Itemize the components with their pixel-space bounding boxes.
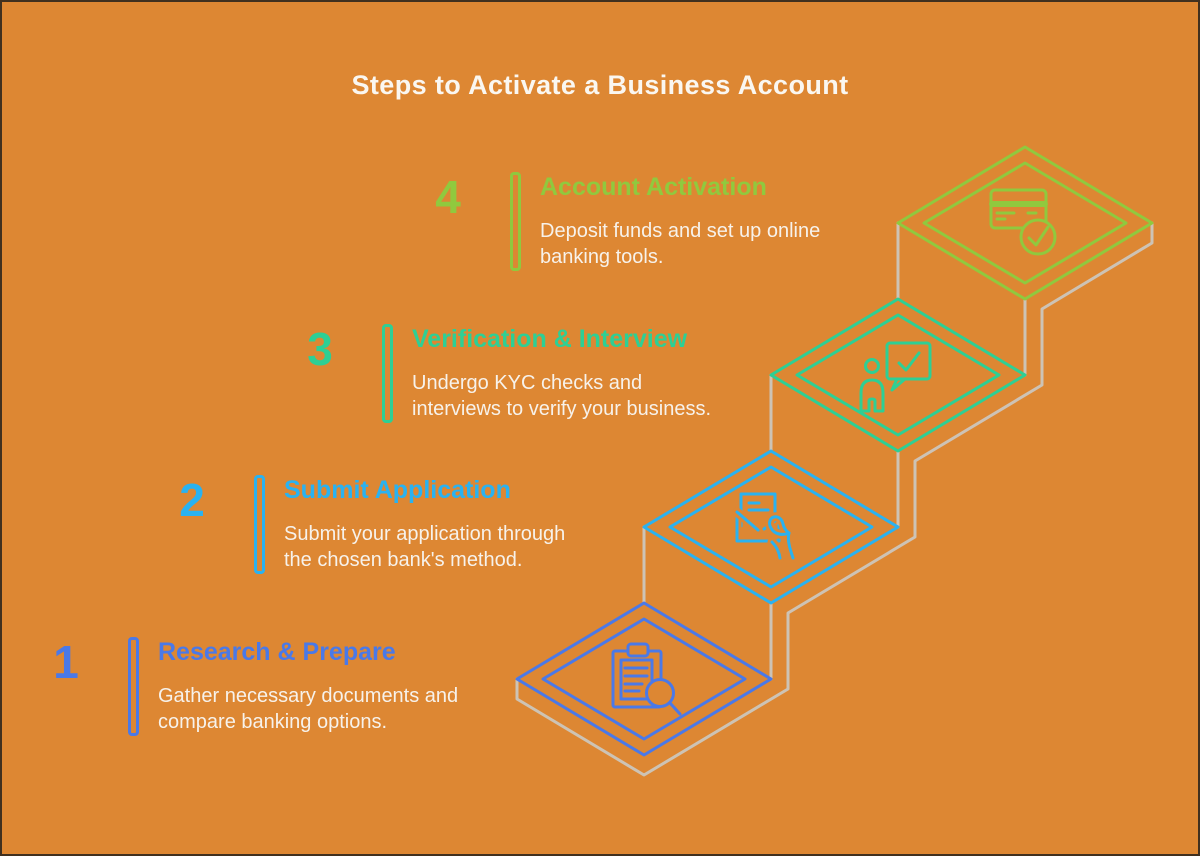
step-1-accent-bar	[128, 637, 139, 736]
step-3-row: 3 Verification & Interview Undergo KYC c…	[295, 324, 735, 438]
step-4-text: Account Activation Deposit funds and set…	[540, 172, 885, 270]
step-2-accent-bar	[254, 475, 265, 574]
credit-card-check-icon	[989, 188, 1057, 256]
step-3-outer-diamond	[769, 297, 1027, 453]
person-speech-check-icon	[859, 341, 932, 413]
step-2-inner-diamond	[668, 465, 874, 589]
step-3-inner-diamond	[795, 313, 1001, 437]
step-2-platform	[642, 449, 900, 605]
step-4-platform	[896, 145, 1154, 301]
step-3-number: 3	[307, 323, 333, 375]
step-4-outer-diamond	[896, 145, 1154, 301]
staircase-front-silhouette	[515, 221, 1154, 777]
step-3-description: Undergo KYC checks and interviews to ver…	[412, 372, 712, 420]
step-3-text: Verification & Interview Undergo KYC che…	[412, 324, 757, 422]
step-4-title: Account Activation	[540, 173, 767, 201]
hand-submit-document-icon	[732, 492, 798, 563]
step-4-description: Deposit funds and set up online banking …	[540, 220, 821, 268]
step-1-platform	[515, 601, 773, 757]
step-3-platform	[769, 297, 1027, 453]
staircase-walls	[515, 221, 1154, 777]
step-1-row: 1 Research & Prepare Gather necessary do…	[41, 637, 481, 751]
step-1-description: Gather necessary documents and compare b…	[158, 685, 459, 733]
clipboard-search-icon	[611, 642, 682, 716]
step-4-inner-diamond	[922, 161, 1128, 285]
step-1-outer-diamond	[515, 601, 773, 757]
step-1-number: 1	[53, 636, 79, 688]
step-1-title: Research & Prepare	[158, 638, 396, 666]
step-4-row: 4 Account Activation Deposit funds and s…	[423, 172, 863, 286]
step-2-description: Submit your application through the chos…	[284, 523, 566, 571]
step-4-number: 4	[435, 171, 461, 223]
riser-back-edges	[642, 221, 1027, 681]
step-3-accent-bar	[382, 324, 393, 423]
step-2-text: Submit Application Submit your applicati…	[284, 475, 629, 573]
step-2-title: Submit Application	[284, 476, 511, 504]
step-1-inner-diamond	[541, 617, 747, 741]
step-4-accent-bar	[510, 172, 521, 271]
step-2-outer-diamond	[642, 449, 900, 605]
step-1-text: Research & Prepare Gather necessary docu…	[158, 637, 503, 735]
page-title: Steps to Activate a Business Account	[351, 70, 849, 100]
step-2-row: 2 Submit Application Submit your applica…	[167, 475, 607, 589]
step-3-title: Verification & Interview	[412, 325, 688, 353]
step-2-number: 2	[179, 474, 205, 526]
